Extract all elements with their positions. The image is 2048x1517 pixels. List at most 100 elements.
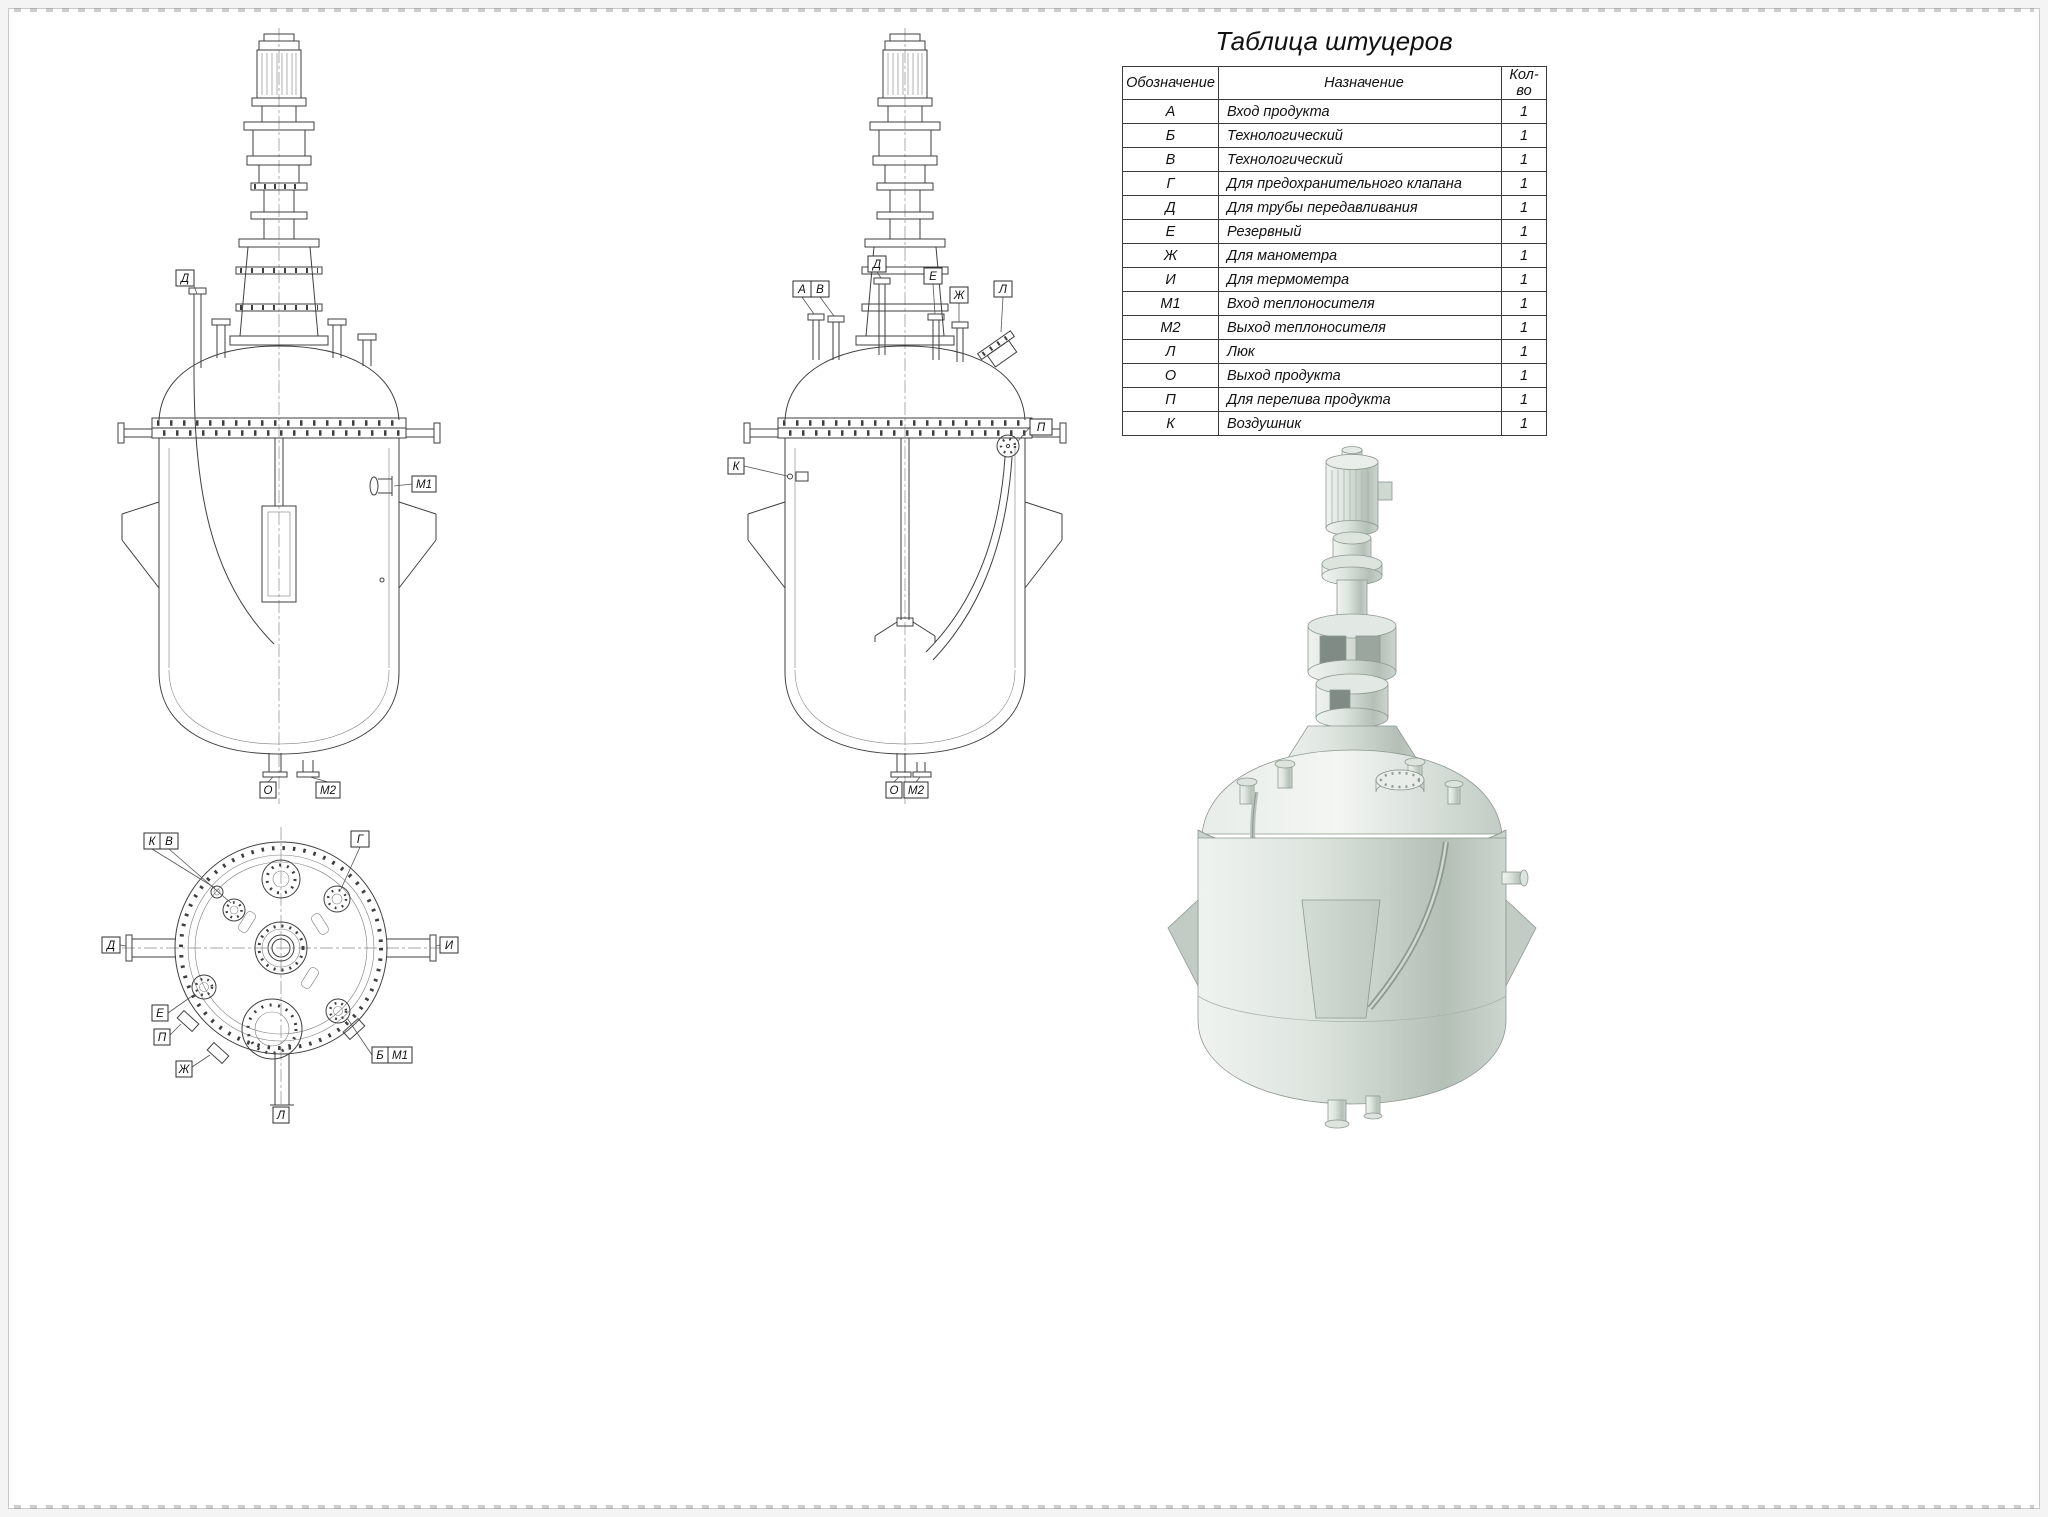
cell-designation: Л <box>1122 339 1219 364</box>
cell-purpose: Вход теплоносителя <box>1218 291 1502 316</box>
cell-qty: 1 <box>1501 219 1547 244</box>
callout-v: В <box>165 836 173 848</box>
sheet-frame <box>8 8 2040 1509</box>
callout-d: Д <box>105 940 115 952</box>
section-view: А В Д Е Ж Л П К О М2 <box>727 28 1067 804</box>
cell-qty: 1 <box>1501 363 1547 388</box>
front-view: Д М1 О М2 <box>117 28 441 804</box>
cell-qty: 1 <box>1501 339 1547 364</box>
drive-assembly <box>243 33 315 240</box>
cell-qty: 1 <box>1501 315 1547 340</box>
callouts-plan: К В Г Д И Е П Ж Б М1 Л <box>101 830 459 1124</box>
shell-flange-plan <box>174 841 388 1055</box>
main-flange <box>117 417 441 444</box>
vessel-body <box>158 369 400 672</box>
col-designation: Обозначение <box>1122 66 1219 100</box>
cell-purpose: Для манометра <box>1218 243 1502 268</box>
drive-assembly <box>869 33 941 240</box>
cell-purpose: Резервный <box>1218 219 1502 244</box>
bottom-nozzles <box>890 753 932 778</box>
callouts-front: Д М1 О М2 <box>175 269 437 799</box>
callout-i: И <box>445 940 454 952</box>
cell-qty: 1 <box>1501 147 1547 172</box>
iso-drive-train <box>1273 531 1431 781</box>
cell-purpose: Для предохранительного клапана <box>1218 171 1502 196</box>
callout-l: Л <box>998 284 1007 296</box>
agitator-hub-plan <box>254 921 308 975</box>
plan-view: К В Г Д И Е П Ж Б М1 Л <box>101 827 459 1124</box>
vessel-body <box>784 434 1026 672</box>
cell-purpose: Воздушник <box>1218 411 1502 436</box>
callout-d: Д <box>871 259 881 271</box>
bottom-perforation-marks <box>14 1505 2034 1509</box>
cell-purpose: Вход продукта <box>1218 99 1502 124</box>
callout-m2: М2 <box>320 785 337 797</box>
top-head <box>158 287 400 421</box>
cell-designation: П <box>1122 387 1219 412</box>
callout-box <box>175 269 195 287</box>
callout-e: Е <box>156 1008 164 1020</box>
cell-qty: 1 <box>1501 243 1547 268</box>
bottom-head <box>158 669 400 755</box>
support-lugs <box>121 501 437 589</box>
col-qty: Кол-во <box>1501 66 1547 100</box>
callout-g: Г <box>357 834 364 846</box>
callout-o: О <box>264 785 273 797</box>
top-perforation-marks <box>14 8 2034 12</box>
callout-e: Е <box>929 271 937 283</box>
bottom-nozzles <box>262 753 320 778</box>
callout-zh: Ж <box>178 1064 191 1076</box>
cell-designation: Г <box>1122 171 1219 196</box>
callout-box <box>411 475 437 493</box>
callout-v: В <box>816 284 824 296</box>
callout-zh: Ж <box>953 290 966 302</box>
callout-box <box>315 781 341 799</box>
cell-designation: И <box>1122 267 1219 292</box>
callout-p: П <box>158 1032 167 1044</box>
callout-l: Л <box>276 1110 285 1122</box>
cell-designation: Ж <box>1122 243 1219 268</box>
support-lugs <box>747 501 1063 589</box>
callout-b: Б <box>376 1050 384 1062</box>
cell-designation: Е <box>1122 219 1219 244</box>
drive-stand <box>229 238 329 346</box>
cell-qty: 1 <box>1501 267 1547 292</box>
cell-designation: М2 <box>1122 315 1219 340</box>
iso-vessel <box>1167 446 1537 1129</box>
callout-m1: М1 <box>416 479 432 491</box>
nozzle-m1 <box>369 476 393 496</box>
cell-purpose: Технологический <box>1218 123 1502 148</box>
callout-p: П <box>1037 422 1046 434</box>
cell-designation: А <box>1122 99 1219 124</box>
cell-designation: В <box>1122 147 1219 172</box>
cell-purpose: Для перелива продукта <box>1218 387 1502 412</box>
table-title: Таблица штуцеров <box>1215 26 1453 56</box>
cell-qty: 1 <box>1501 411 1547 436</box>
cell-purpose: Технологический <box>1218 147 1502 172</box>
cell-qty: 1 <box>1501 387 1547 412</box>
cell-qty: 1 <box>1501 99 1547 124</box>
cell-qty: 1 <box>1501 291 1547 316</box>
callout-o: О <box>890 785 899 797</box>
cell-designation: Д <box>1122 195 1219 220</box>
top-head <box>784 277 1026 421</box>
cell-designation: М1 <box>1122 291 1219 316</box>
cell-designation: Б <box>1122 123 1219 148</box>
cell-designation: К <box>1122 411 1219 436</box>
nozzle-table-section: Таблица штуцеров Обозначение Назначение … <box>1122 26 1547 436</box>
callout-d: Д <box>179 273 189 285</box>
iso-render-view <box>1167 446 1537 1129</box>
